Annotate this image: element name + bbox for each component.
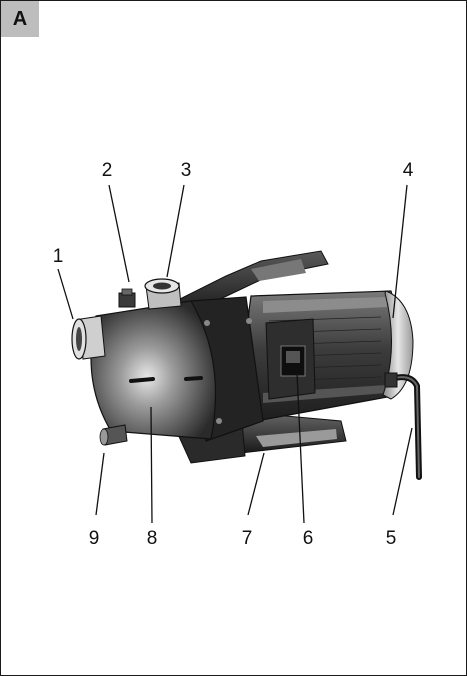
suction-inlet <box>71 315 106 360</box>
pressure-outlet <box>144 278 182 310</box>
callout-8: 8 <box>146 528 158 549</box>
figure-label-tab: A <box>1 1 39 37</box>
callout-4: 4 <box>402 160 414 181</box>
motor-end-cap <box>382 290 414 400</box>
callout-6: 6 <box>302 528 314 549</box>
callout-2: 2 <box>101 160 113 181</box>
callout-1: 1 <box>52 246 64 267</box>
filler-plug <box>118 288 136 308</box>
callout-9: 9 <box>88 528 100 549</box>
pump-housing <box>90 300 217 440</box>
callout-7: 7 <box>241 528 253 549</box>
switch-box <box>265 318 316 400</box>
callout-5: 5 <box>385 528 397 549</box>
callout-3: 3 <box>180 160 192 181</box>
drain-plug <box>99 424 128 446</box>
power-cable <box>384 372 422 480</box>
leader-lines <box>57 184 413 524</box>
figure-label: A <box>12 7 28 30</box>
